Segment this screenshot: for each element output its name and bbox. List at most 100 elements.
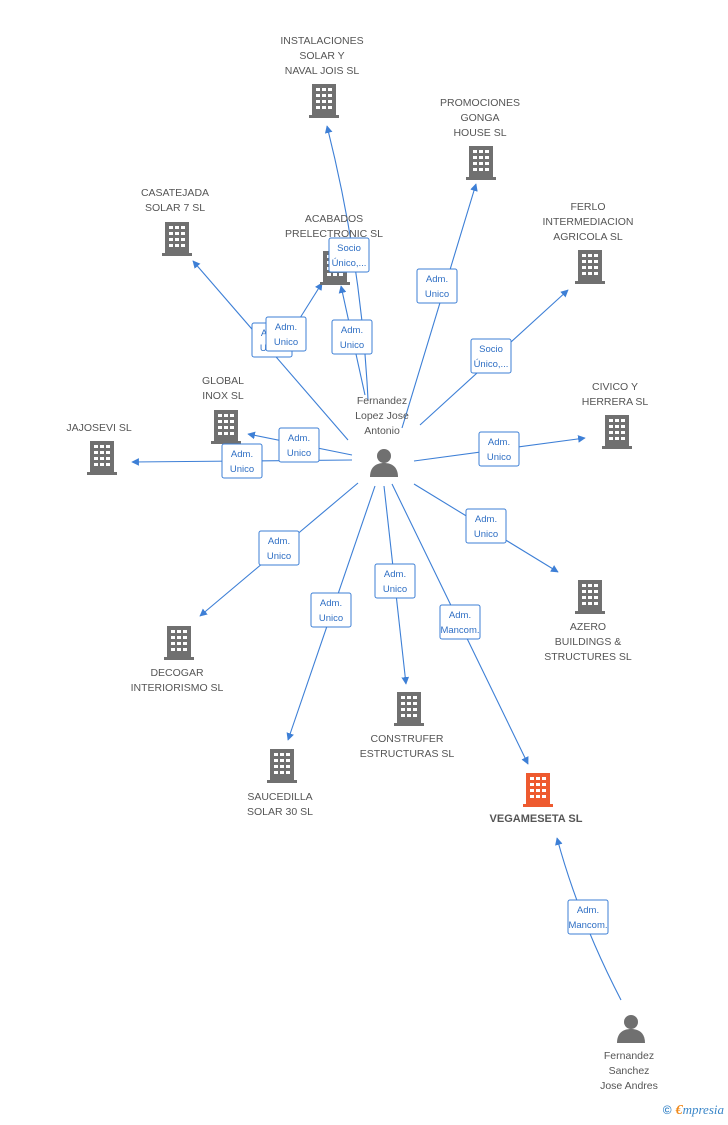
edge-role-line-2: Único,... [474, 359, 509, 370]
edge-role-label[interactable]: Adm.Unico [221, 443, 263, 479]
node-label-line: Sanchez [609, 1065, 650, 1077]
edge-role-label[interactable]: Adm. Unico [374, 563, 416, 599]
node-label-line: PRELECTRONIC SL [285, 228, 383, 240]
edge-role-line-1: Adm. [426, 274, 448, 285]
node-decogar[interactable]: DECOGAR INTERIORISMO SL [131, 626, 224, 694]
edge-line-fernandez_lopez-to-promociones [401, 183, 478, 429]
node-label-line: HOUSE SL [453, 127, 506, 139]
edge-role-label[interactable]: Adm.Unico [331, 319, 373, 355]
edge-role-label[interactable]: Adm. Mancom. [567, 899, 609, 935]
edge-role-label[interactable]: Adm. Mancom. [439, 604, 481, 640]
node-civico[interactable]: CIVICO Y HERRERA SL [582, 381, 649, 449]
building-icon [394, 692, 424, 726]
node-acabados[interactable]: ACABADOS PRELECTRONIC SL [285, 213, 383, 285]
node-label-line: NAVAL JOIS SL [285, 65, 360, 77]
edge-role-label[interactable]: SocioÚnico,... [470, 338, 512, 374]
edge-role-label[interactable]: Adm. Unico [265, 316, 307, 352]
edge-role-box [470, 338, 512, 374]
node-label-line: CONSTRUFER [371, 733, 444, 745]
edge-role-label[interactable]: Adm.Unico [416, 268, 458, 304]
node-label-line: HERRERA SL [582, 396, 649, 408]
edge-role-label[interactable]: SocioÚnico,... [328, 237, 370, 273]
edges-layer [131, 125, 622, 1001]
edge-role-box [465, 508, 507, 544]
node-label-line: INTERIORISMO SL [131, 682, 224, 694]
node-label-line: VEGAMESETA SL [490, 813, 583, 825]
node-label-line: BUILDINGS & [555, 636, 622, 648]
node-label-line: DECOGAR [150, 667, 204, 679]
edge-role-line-2: Unico [267, 551, 291, 562]
building-icon [602, 415, 632, 449]
edge-role-label[interactable]: Adm. Unico [278, 427, 320, 463]
node-vegameseta[interactable]: VEGAMESETA SL [490, 773, 583, 825]
edge-role-line-1: Adm. [475, 514, 497, 525]
edge-role-label[interactable]: Adm. Unico [258, 530, 300, 566]
node-label-line: JAJOSEVI SL [66, 422, 132, 434]
node-label-line: ESTRUCTURAS SL [360, 748, 455, 760]
node-label-line: ACABADOS [305, 213, 363, 225]
node-construfer[interactable]: CONSTRUFER ESTRUCTURAS SL [360, 692, 455, 760]
node-jajosevi[interactable]: JAJOSEVI SL [66, 422, 132, 475]
node-label-line: INSTALACIONES [280, 35, 363, 47]
edge-role-box [439, 604, 481, 640]
brand-logo-initial: € [675, 1103, 683, 1118]
edge-role-label[interactable]: Adm. Unico [478, 431, 520, 467]
edge-role-line-2: Mancom. [568, 920, 607, 931]
edge-role-box [258, 530, 300, 566]
edge-role-box [416, 268, 458, 304]
node-label-line: PROMOCIONES [440, 97, 520, 109]
node-label-line: FERLO [570, 201, 605, 213]
edge-role-line-1: Adm. [275, 322, 297, 333]
edge-role-line-2: Unico [383, 584, 407, 595]
node-label-line: INTERMEDIACION [542, 216, 633, 228]
brand-logo-text: mpresia [682, 1102, 724, 1117]
edge-role-line-2: Unico [287, 448, 311, 459]
node-label-line: CIVICO Y [592, 381, 638, 393]
edge-role-label[interactable]: Adm.Unico [310, 592, 352, 628]
edge-role-line-2: Único,... [332, 258, 367, 269]
building-icon [309, 84, 339, 118]
node-label-line: AGRICOLA SL [553, 231, 623, 243]
edge-role-line-2: Unico [487, 452, 511, 463]
edge-role-line-1: Adm. [231, 449, 253, 460]
edge-role-label[interactable]: Adm. Unico [465, 508, 507, 544]
edge-role-box [328, 237, 370, 273]
node-label-line: Fernandez [357, 395, 407, 407]
edge-line-fernandez_lopez-to-acabados [299, 282, 323, 319]
edge-role-line-2: Unico [474, 529, 498, 540]
edge-role-line-1: Adm. [449, 610, 471, 621]
building-icon [211, 410, 241, 444]
edge-role-line-2: Unico [319, 613, 343, 624]
edge-role-line-1: Socio [479, 344, 503, 355]
edge-role-box [374, 563, 416, 599]
person-icon [617, 1015, 645, 1043]
edge-role-line-1: Adm. [341, 325, 363, 336]
node-ferlo[interactable]: FERLO INTERMEDIACION AGRICOLA SL [542, 201, 634, 284]
edge-role-line-1: Adm. [488, 437, 510, 448]
node-label-line: SAUCEDILLA [247, 791, 312, 803]
edge-role-line-1: Adm. [577, 905, 599, 916]
brand-footer[interactable]: ©€mpresia [663, 1102, 724, 1119]
edge-role-box [310, 592, 352, 628]
edge-role-line-1: Adm. [384, 569, 406, 580]
building-icon [267, 749, 297, 783]
node-label-line: Lopez Jose [355, 410, 409, 422]
building-icon [523, 773, 553, 807]
edge-role-box [478, 431, 520, 467]
edge-role-line-2: Mancom. [440, 625, 479, 636]
edge-role-line-1: Adm. [268, 536, 290, 547]
edge-role-line-1: Adm. [288, 433, 310, 444]
node-promociones[interactable]: PROMOCIONES GONGA HOUSE SL [440, 97, 520, 180]
node-label-line: CASATEJADA [141, 187, 209, 199]
node-label-line: GONGA [460, 112, 499, 124]
edge-role-line-2: Unico [274, 337, 298, 348]
building-icon [575, 580, 605, 614]
edge-role-box [221, 443, 263, 479]
